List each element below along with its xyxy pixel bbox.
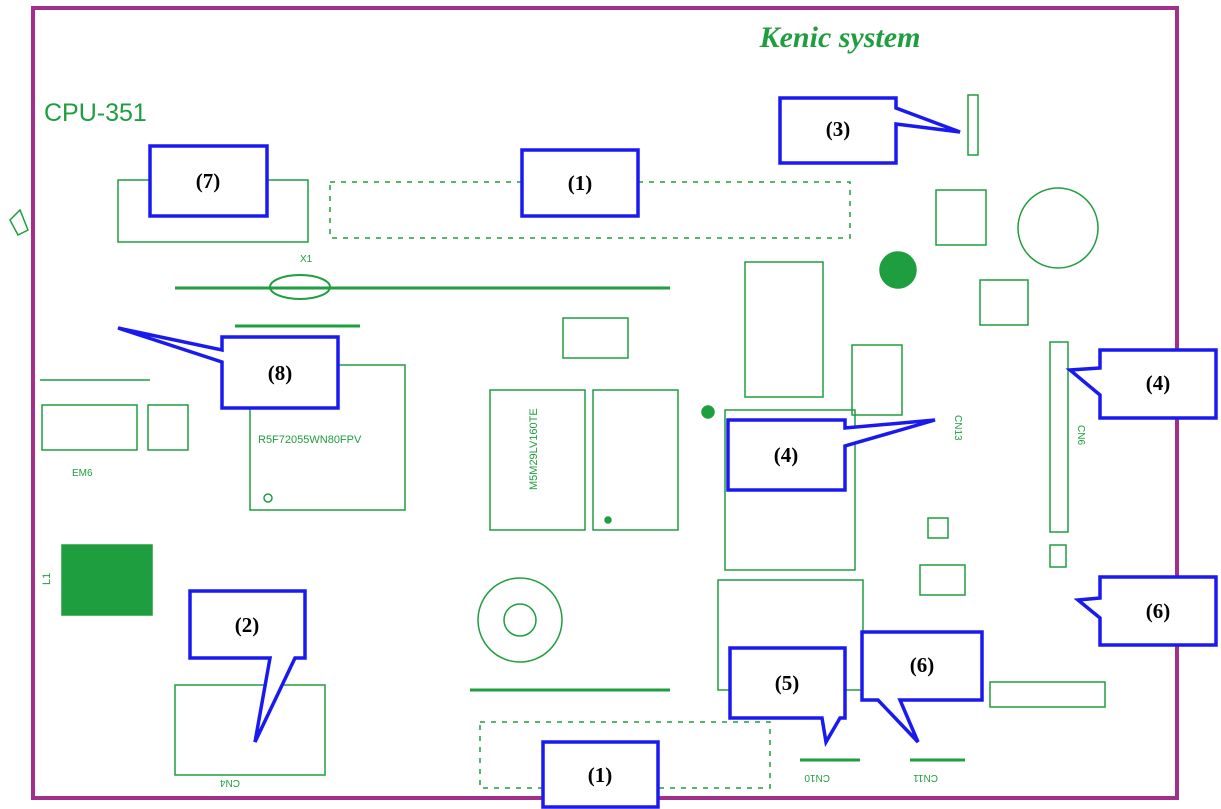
label-u9: M5M29LV160TE [528,408,540,490]
svg-text:(7): (7) [196,169,221,193]
header-top-outline [329,181,851,239]
label-cn10: CN10 [804,772,830,783]
label-cpu: R5F72055WN80FPV [258,434,362,446]
callout-7: (7) [148,144,269,218]
svg-text:(2): (2) [235,613,260,637]
header-bottom-outline [479,721,771,789]
callout-2: (2) [188,589,307,743]
callout-3: (3) [778,96,961,165]
svg-text:(1): (1) [568,171,593,195]
label-cn11: CN11 [913,772,938,783]
board-name: CPU-351 [44,99,147,127]
callout-6-bottom: (6) [860,630,984,744]
board-outline [31,6,1179,800]
callout-5: (5) [728,646,847,748]
svg-text:(6): (6) [910,653,935,677]
svg-text:(8): (8) [268,361,293,385]
silkscreen [9,94,1106,789]
svg-text:(3): (3) [826,117,851,141]
svg-text:(1): (1) [588,763,613,787]
callout-4-center: (4) [726,418,936,492]
callout-1-top: (1) [520,148,640,218]
label-cn6: CN6 [1075,425,1086,445]
svg-text:(6): (6) [1146,599,1171,623]
brand-logo: Kenic system [759,21,921,54]
svg-text:(4): (4) [774,443,799,467]
connector-cn4 [174,684,326,776]
component-labels: R5F72055WN80FPV M5M29LV160TE EM6 CN13 CN… [41,254,1086,788]
crystal-x1 [269,274,331,300]
callouts: (1) (1) (2) (3) (4) (4) (5) [117,96,1218,809]
svg-text:(5): (5) [775,671,800,695]
capacitor [1017,187,1099,269]
label-em6: EM6 [72,468,93,479]
callout-4-right: (4) [1065,348,1218,420]
label-cn13: CN13 [952,415,963,441]
callout-1-bottom: (1) [541,740,660,809]
dip-switch [41,404,138,451]
label-x1: X1 [300,254,313,265]
svg-text:(4): (4) [1146,371,1171,395]
flash-chip-u9 [489,389,586,531]
label-l1: L1 [41,573,53,585]
label-cn4: CN4 [220,777,240,788]
callout-8: (8) [117,326,340,410]
callout-6-right: (6) [1073,575,1218,647]
connector-cn6 [1049,341,1069,533]
